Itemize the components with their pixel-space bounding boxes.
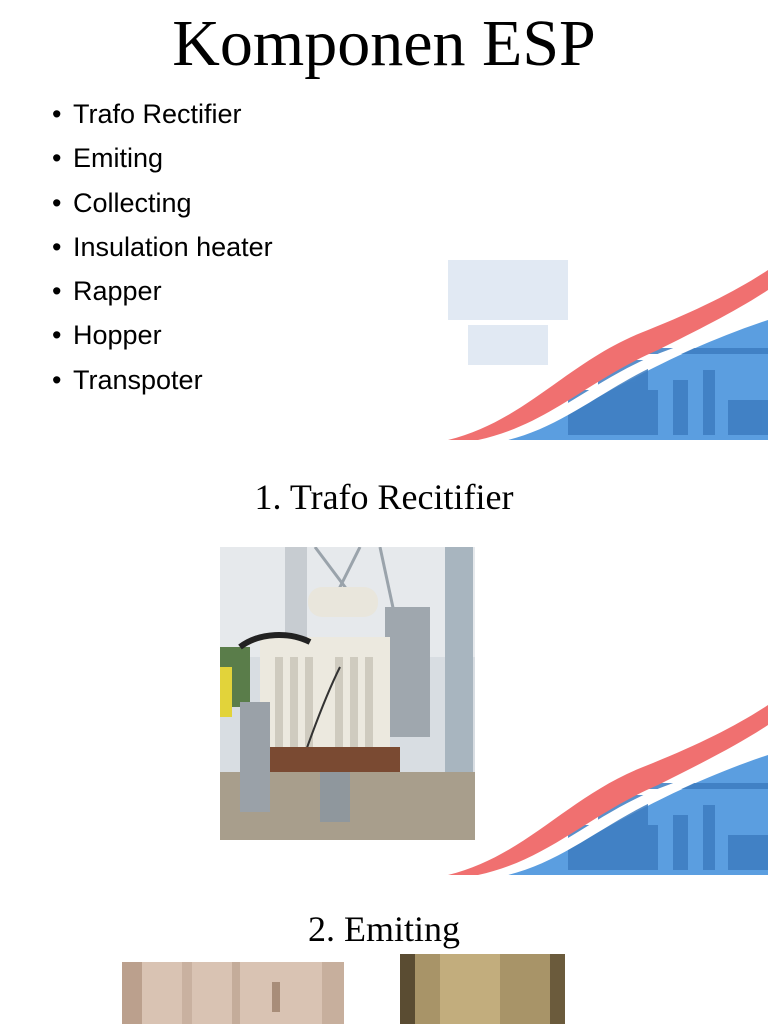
list-item: Trafo Rectifier	[52, 92, 273, 137]
emitting-electrode-photo-right	[400, 954, 565, 1024]
slide-emiting: 2. Emiting	[0, 880, 768, 1024]
list-item: Collecting	[52, 181, 273, 226]
slide-title: 2. Emiting	[308, 909, 460, 949]
transformer-photo	[220, 547, 475, 840]
list-item: Emiting	[52, 136, 273, 181]
list-item: Transpoter	[52, 358, 273, 403]
emitting-electrode-photo-left	[122, 962, 344, 1024]
list-item: Rapper	[52, 269, 273, 314]
plant-ribbon-decoration	[448, 705, 768, 875]
list-item: Hopper	[52, 313, 273, 358]
slide-trafo-rectifier: 1. Trafo Recitifier	[0, 440, 768, 880]
slide-title: Komponen ESP	[172, 7, 596, 80]
component-list: Trafo Rectifier Emiting Collecting Insul…	[52, 92, 273, 402]
slide-komponen-esp: Komponen ESP Trafo Rectifier Emiting Col…	[0, 0, 768, 440]
list-item: Insulation heater	[52, 225, 273, 270]
slide-title: 1. Trafo Recitifier	[254, 477, 514, 517]
plant-ribbon-decoration	[448, 260, 768, 440]
